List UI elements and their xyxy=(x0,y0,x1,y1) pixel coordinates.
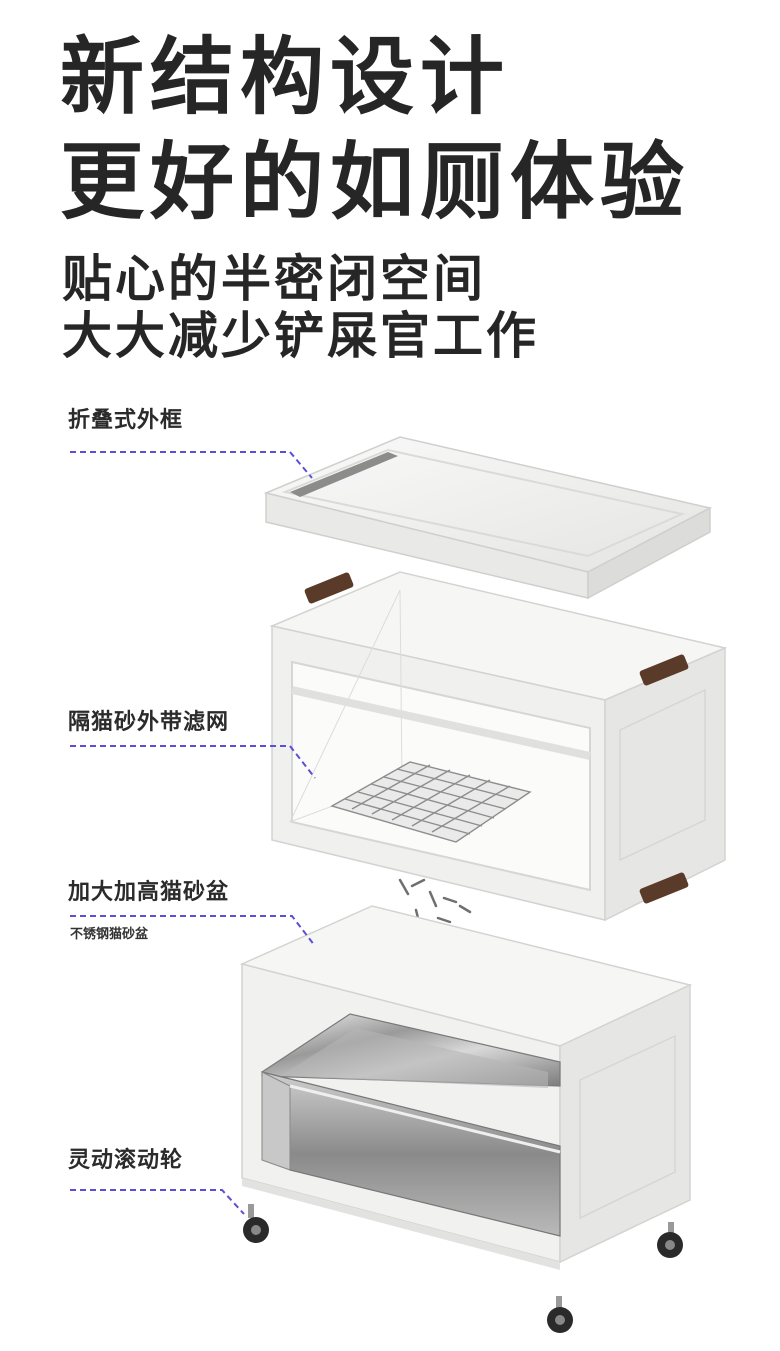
subheadline-line-1: 贴心的半密闭空间 xyxy=(62,250,486,308)
subheadline-line-2: 大大减少铲屎官工作 xyxy=(62,307,539,365)
callout-litter-pan: 加大加高猫砂盆 xyxy=(68,880,230,905)
caster-wheel-icon xyxy=(657,1222,683,1258)
callout-litter-pan-sublabel: 不锈钢猫砂盆 xyxy=(70,927,149,942)
callout-folding-frame: 折叠式外框 xyxy=(68,408,184,433)
headline-line-1: 新结构设计 xyxy=(60,28,511,126)
folding-lid xyxy=(263,436,713,600)
headline-line-2: 更好的如厕体验 xyxy=(60,133,691,231)
leader-lines xyxy=(70,451,316,1215)
stainless-litter-pan xyxy=(261,1013,561,1237)
caster-wheel-icon xyxy=(243,1204,269,1243)
middle-frame xyxy=(269,571,728,922)
callout-filter-screen: 隔猫砂外带滤网 xyxy=(68,710,230,735)
filter-screen xyxy=(330,761,532,843)
caster-wheel-icon xyxy=(547,1296,573,1333)
callout-caster-wheels: 灵动滚动轮 xyxy=(68,1148,184,1173)
